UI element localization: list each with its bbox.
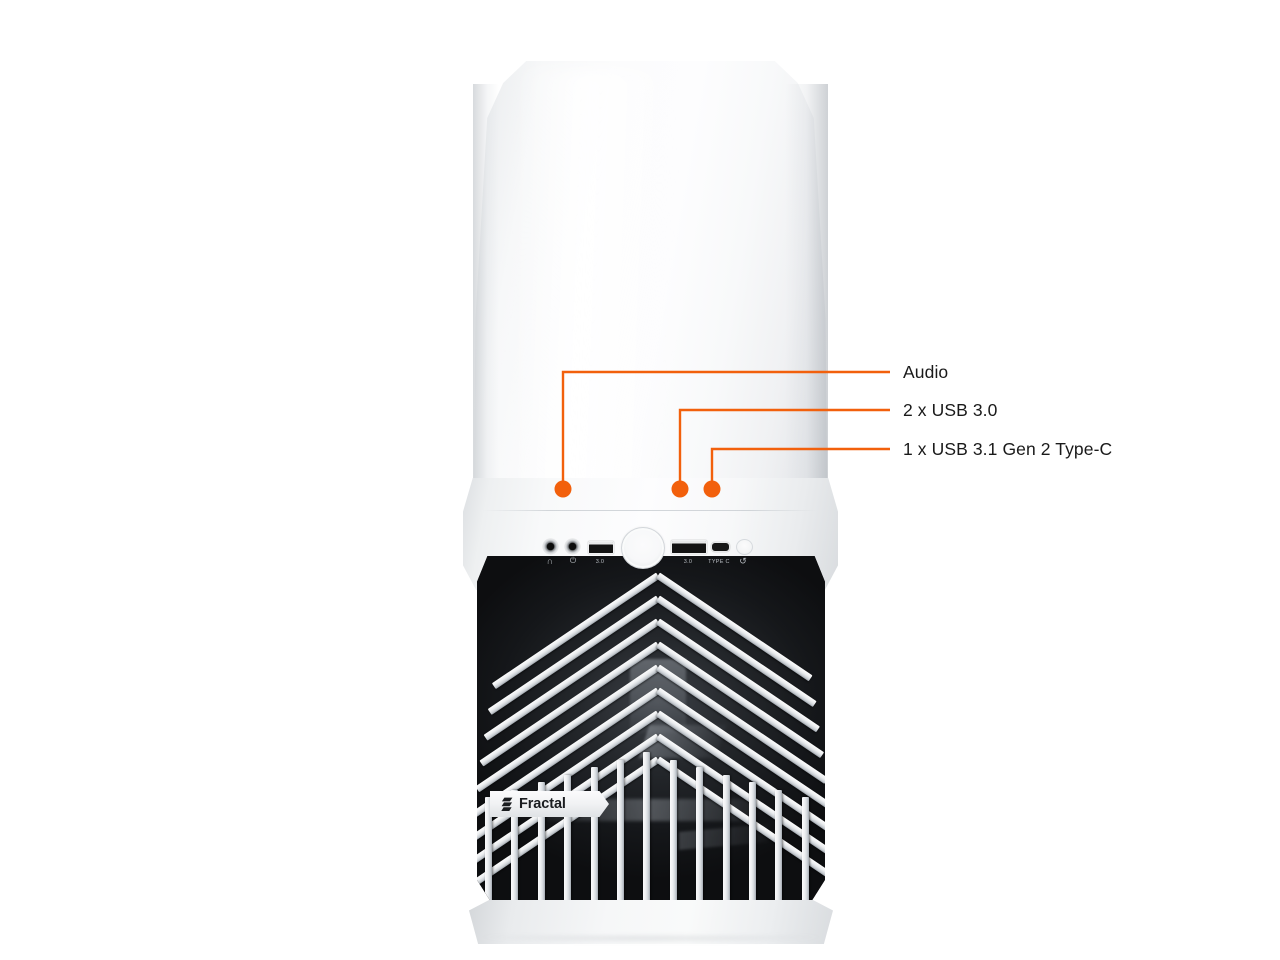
grille-slat-vertical	[696, 767, 704, 920]
grille-slat-vertical	[749, 782, 756, 920]
fractal-bolt-icon	[501, 797, 513, 811]
grille-slat-vertical	[801, 797, 809, 920]
case-panel-seam	[483, 510, 817, 511]
grille-slat-vertical	[775, 789, 783, 920]
grille-slat-vertical	[617, 759, 624, 920]
fractal-brand-badge: Fractal	[490, 791, 609, 817]
callout-label-usb30: 2 x USB 3.0	[903, 400, 998, 420]
grille-slat-vertical	[564, 774, 572, 920]
grille-slat-vertical	[643, 752, 651, 920]
grille-slat-vertical	[590, 767, 598, 920]
grille-slat-vertical	[722, 774, 730, 920]
grille-slat-vertical	[669, 759, 677, 920]
grille-slat-vertical	[485, 797, 492, 920]
callout-label-audio: Audio	[903, 362, 949, 382]
fractal-brand-name: Fractal	[519, 795, 566, 812]
pc-case-illustration: ∩ ⏻ 3.0 3.0 TYPE C ↺	[455, 58, 845, 944]
grille-slat-vertical	[511, 789, 519, 920]
front-ventilation-grille	[477, 556, 825, 924]
case-base-shadow	[479, 936, 823, 943]
grille-slat-vertical	[537, 782, 545, 920]
case-base-plinth	[469, 900, 833, 944]
callout-label-usbc: 1 x USB 3.1 Gen 2 Type-C	[903, 439, 1113, 459]
